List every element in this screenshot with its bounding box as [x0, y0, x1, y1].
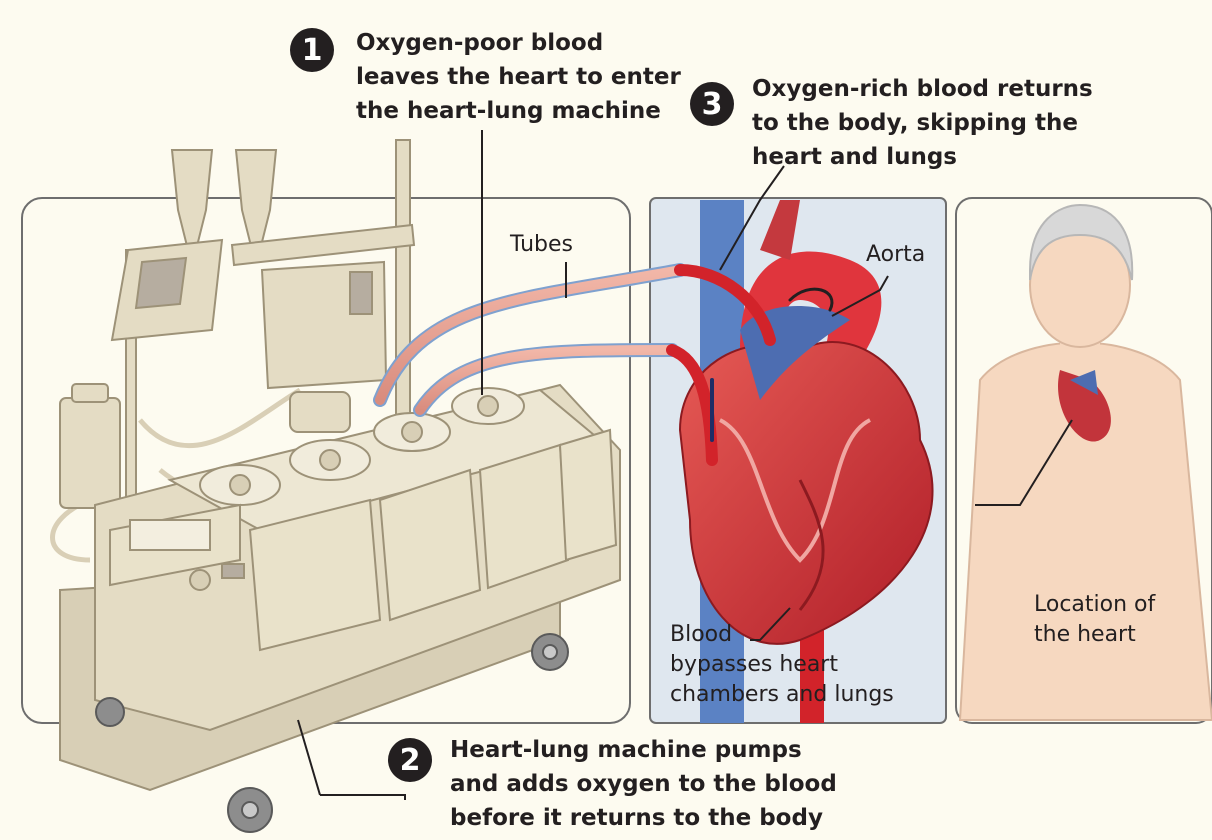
step-3-line-2: to the body, skipping the	[752, 106, 1093, 140]
step-2-line-2: and adds oxygen to the blood	[450, 767, 837, 801]
step-2-line-1: Heart-lung machine pumps	[450, 733, 837, 767]
step-3-text: Oxygen-rich blood returns to the body, s…	[752, 72, 1093, 174]
blood-bypass-label: Blood bypasses heart chambers and lungs	[670, 620, 894, 710]
step-1-line-3: the heart-lung machine	[356, 94, 681, 128]
location-line-2: the heart	[1034, 620, 1155, 650]
tubes-label: Tubes	[510, 230, 573, 260]
aorta-label: Aorta	[866, 240, 925, 270]
step-1-line-2: leaves the heart to enter	[356, 60, 681, 94]
step-1-line-1: Oxygen-poor blood	[356, 26, 681, 60]
blood-bypass-line-2: bypasses heart	[670, 650, 894, 680]
step-3-badge: 3	[690, 82, 734, 126]
step-1-text: Oxygen-poor blood leaves the heart to en…	[356, 26, 681, 128]
location-label: Location of the heart	[1034, 590, 1155, 650]
blood-bypass-line-1: Blood	[670, 620, 894, 650]
blood-bypass-line-3: chambers and lungs	[670, 680, 894, 710]
step-2-badge: 2	[388, 738, 432, 782]
step-3-line-3: heart and lungs	[752, 140, 1093, 174]
step-1-badge: 1	[290, 28, 334, 72]
location-line-1: Location of	[1034, 590, 1155, 620]
step-2-line-3: before it returns to the body	[450, 801, 837, 835]
step-3-line-1: Oxygen-rich blood returns	[752, 72, 1093, 106]
step-2-text: Heart-lung machine pumps and adds oxygen…	[450, 733, 837, 835]
